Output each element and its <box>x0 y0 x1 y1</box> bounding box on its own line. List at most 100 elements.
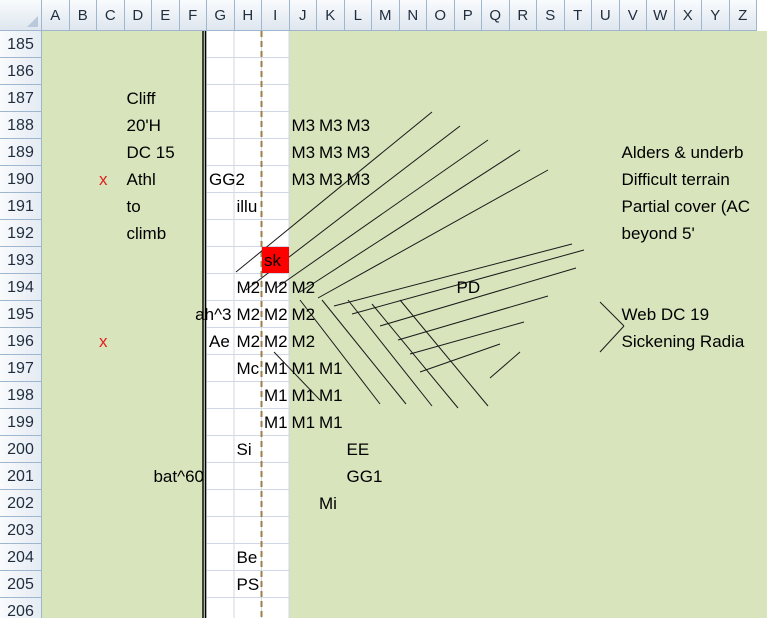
cell-H200[interactable]: Si <box>236 440 252 459</box>
row-header-204[interactable]: 204 <box>0 544 42 571</box>
cell-H196[interactable]: M2 <box>236 332 261 351</box>
cell-K188[interactable]: M3 <box>319 116 343 135</box>
cell-K197[interactable]: M1 <box>319 359 343 378</box>
cell-D190[interactable]: Athl <box>126 170 156 189</box>
cell-D187[interactable]: Cliff <box>126 89 156 108</box>
column-header-G[interactable]: G <box>207 0 235 31</box>
row-header-191[interactable]: 191 <box>0 193 42 220</box>
cell-K189[interactable]: M3 <box>319 143 343 162</box>
cell-J195[interactable]: M2 <box>291 305 316 324</box>
column-header-E[interactable]: E <box>152 0 180 31</box>
column-header-N[interactable]: N <box>399 0 427 31</box>
cell-J194[interactable]: M2 <box>291 278 316 297</box>
cell-L190[interactable]: M3 <box>346 170 371 189</box>
highlighted-cell[interactable]: sk <box>262 247 289 273</box>
cell-D191[interactable]: to <box>126 197 141 216</box>
cell-H191[interactable]: illu <box>236 197 258 216</box>
column-header-A[interactable]: A <box>42 0 70 31</box>
cell-K190[interactable]: M3 <box>319 170 343 189</box>
cell-H205[interactable]: PS <box>236 575 260 594</box>
column-header-M[interactable]: M <box>372 0 400 31</box>
row-header-190[interactable]: 190 <box>0 166 42 193</box>
cell-L189[interactable]: M3 <box>346 143 371 162</box>
cell-C196[interactable]: x <box>99 332 108 351</box>
column-header-Q[interactable]: Q <box>482 0 510 31</box>
cell-I196[interactable]: M2 <box>264 332 288 351</box>
column-header-Y[interactable]: Y <box>702 0 730 31</box>
column-header-I[interactable]: I <box>262 0 290 31</box>
column-header-H[interactable]: H <box>234 0 262 31</box>
row-header-187[interactable]: 187 <box>0 85 42 112</box>
row-header-188[interactable]: 188 <box>0 112 42 139</box>
column-header-Z[interactable]: Z <box>729 0 757 31</box>
column-header-B[interactable]: B <box>69 0 97 31</box>
column-header-O[interactable]: O <box>427 0 455 31</box>
column-header-S[interactable]: S <box>537 0 565 31</box>
cell-I194[interactable]: M2 <box>264 278 288 297</box>
column-header-V[interactable]: V <box>619 0 647 31</box>
row-header-193[interactable]: 193 <box>0 247 42 274</box>
cell-V190[interactable]: Difficult terrain <box>621 170 730 189</box>
cell-I198[interactable]: M1 <box>264 386 288 405</box>
row-header-200[interactable]: 200 <box>0 436 42 463</box>
cell-V192[interactable]: beyond 5' <box>621 224 695 243</box>
cell-H204[interactable]: Be <box>236 548 258 567</box>
cell-G196[interactable]: Ae <box>209 332 230 351</box>
cell-I195[interactable]: M2 <box>264 305 288 324</box>
row-header-192[interactable]: 192 <box>0 220 42 247</box>
row-header-205[interactable]: 205 <box>0 571 42 598</box>
cell-J199[interactable]: M1 <box>291 413 316 432</box>
cell-K199[interactable]: M1 <box>319 413 343 432</box>
column-header-P[interactable]: P <box>454 0 482 31</box>
cell-V196[interactable]: Sickening Radia <box>621 332 745 351</box>
cell-I199[interactable]: M1 <box>264 413 288 432</box>
cell-J190[interactable]: M3 <box>291 170 316 189</box>
row-header-186[interactable]: 186 <box>0 58 42 85</box>
cell-J198[interactable]: M1 <box>291 386 316 405</box>
row-header-195[interactable]: 195 <box>0 301 42 328</box>
cell-F201[interactable]: bat^60 <box>153 467 204 486</box>
cell-P194[interactable]: PD <box>456 278 481 297</box>
cell-K202[interactable]: Mi <box>319 494 337 513</box>
row-header-198[interactable]: 198 <box>0 382 42 409</box>
row-header-189[interactable]: 189 <box>0 139 42 166</box>
row-header-202[interactable]: 202 <box>0 490 42 517</box>
row-header-206[interactable]: 206 <box>0 598 42 618</box>
column-header-D[interactable]: D <box>124 0 152 31</box>
cell-H194[interactable]: M2 <box>236 278 261 297</box>
cell-J196[interactable]: M2 <box>291 332 316 351</box>
cell-G190[interactable]: GG2 <box>209 170 245 189</box>
column-header-L[interactable]: L <box>344 0 372 31</box>
row-header-194[interactable]: 194 <box>0 274 42 301</box>
row-header-201[interactable]: 201 <box>0 463 42 490</box>
row-header-196[interactable]: 196 <box>0 328 42 355</box>
column-header-R[interactable]: R <box>509 0 537 31</box>
cell-L188[interactable]: M3 <box>346 116 371 135</box>
cell-K198[interactable]: M1 <box>319 386 343 405</box>
cell-V189[interactable]: Alders & underb <box>621 143 744 162</box>
cell-J197[interactable]: M1 <box>291 359 316 378</box>
row-header-197[interactable]: 197 <box>0 355 42 382</box>
column-header-T[interactable]: T <box>564 0 592 31</box>
cell-L201[interactable]: GG1 <box>346 467 383 486</box>
cell-J188[interactable]: M3 <box>291 116 316 135</box>
column-header-C[interactable]: C <box>97 0 125 31</box>
column-header-U[interactable]: U <box>592 0 620 31</box>
cell-H197[interactable]: Mc <box>236 359 260 378</box>
column-header-J[interactable]: J <box>289 0 317 31</box>
cell-I197[interactable]: M1 <box>264 359 288 378</box>
cell-D192[interactable]: climb <box>126 224 167 243</box>
row-header-185[interactable]: 185 <box>0 31 42 58</box>
column-header-K[interactable]: K <box>317 0 345 31</box>
cell-L200[interactable]: EE <box>346 440 370 459</box>
cell-V191[interactable]: Partial cover (AC <box>621 197 750 216</box>
cell-D188[interactable]: 20'H <box>126 116 161 135</box>
column-header-W[interactable]: W <box>647 0 675 31</box>
column-header-F[interactable]: F <box>179 0 207 31</box>
row-header-203[interactable]: 203 <box>0 517 42 544</box>
cell-G195[interactable]: ah^3 <box>195 305 232 324</box>
cell-J189[interactable]: M3 <box>291 143 316 162</box>
cell-D189[interactable]: DC 15 <box>126 143 175 162</box>
row-header-199[interactable]: 199 <box>0 409 42 436</box>
